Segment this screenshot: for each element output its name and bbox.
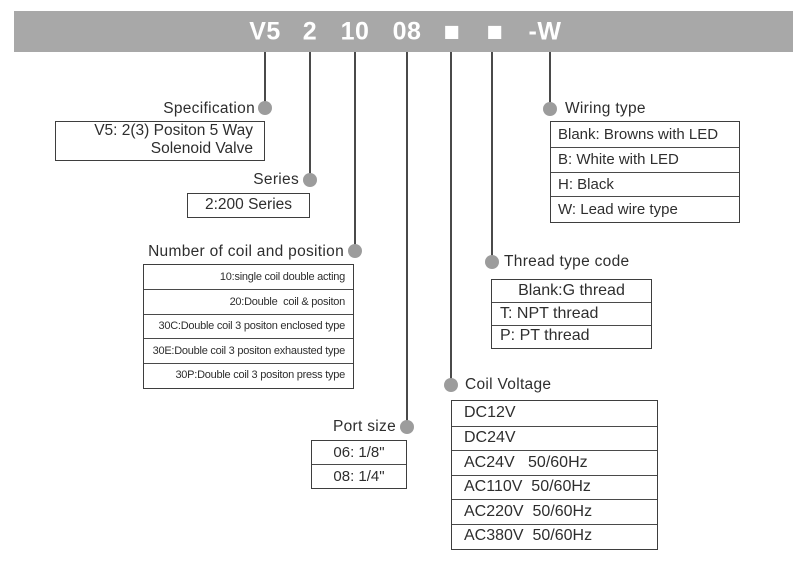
table-row: 2:200 Series (204, 196, 293, 213)
table-row: Blank:G thread (518, 282, 625, 300)
series-box: 2:200 Series (187, 193, 310, 218)
table-row: W: Lead wire type (551, 196, 739, 221)
table-row: 30E:Double coil 3 positon exhausted type (144, 338, 353, 362)
leader-line-specification (264, 52, 266, 109)
blank-square-icon-thread: ■ (486, 16, 504, 46)
thread-type-label: Thread type code (504, 253, 630, 270)
leader-dot-thread-type (485, 255, 499, 269)
coil-position-table: 10:single coil double acting 20:Double co… (143, 264, 354, 389)
table-row: DC24V (452, 425, 657, 451)
table-row: P: PT thread (492, 324, 651, 347)
port-size-label: Port size (333, 418, 396, 435)
leader-line-port-size (406, 52, 408, 427)
blank-square-icon-voltage: ■ (443, 16, 461, 46)
table-row: AC380V 50/60Hz (452, 523, 657, 549)
table-row: B: White with LED (551, 146, 739, 172)
wiring-type-label: Wiring type (565, 100, 646, 117)
table-row: 30P:Double coil 3 positon press type (144, 362, 353, 387)
table-row: V5: 2(3) Positon 5 Way (94, 122, 253, 139)
code-segment-coil: 10 (340, 17, 370, 45)
table-row: AC110V 50/60Hz (452, 474, 657, 500)
leader-dot-specification (258, 101, 272, 115)
table-row: AC220V 50/60Hz (452, 499, 657, 524)
table-row: H: Black (551, 171, 739, 197)
leader-dot-coil-voltage (444, 378, 458, 392)
specification-label: Specification (163, 100, 255, 117)
table-row: AC24V 50/60Hz (452, 450, 657, 475)
table-row: Blank: Browns with LED (558, 125, 719, 143)
code-segment-port: 08 (392, 17, 422, 45)
series-label: Series (253, 171, 299, 188)
code-bar: V5 2 10 08 ■ ■ -W (14, 11, 793, 52)
leader-dot-wiring-type (543, 102, 557, 116)
leader-dot-series (303, 173, 317, 187)
code-segment-wiring: -W (528, 17, 562, 45)
table-row: DC12V (464, 404, 516, 422)
leader-line-coil-voltage (450, 52, 452, 385)
leader-dot-port-size (400, 420, 414, 434)
table-row: 30C:Double coil 3 positon enclosed type (144, 313, 353, 338)
table-row: 20:Double coil & positon (144, 289, 353, 313)
table-row: 10:single coil double acting (219, 271, 345, 284)
coil-voltage-label: Coil Voltage (465, 376, 552, 393)
leader-dot-coil-position (348, 244, 362, 258)
leader-line-wiring-type (549, 52, 551, 109)
table-row: Solenoid Valve (150, 140, 253, 157)
coil-position-label: Number of coil and position (148, 243, 344, 260)
leader-line-series (309, 52, 311, 180)
leader-line-thread-type (491, 52, 493, 262)
leader-line-coil-position (354, 52, 356, 251)
table-row: T: NPT thread (492, 302, 651, 324)
code-segment-v5: V5 (249, 17, 281, 45)
table-row: 06: 1/8" (333, 444, 385, 461)
port-size-table: 06: 1/8" 08: 1/4" (311, 440, 407, 489)
code-segment-series: 2 (302, 17, 318, 45)
table-row: 08: 1/4" (312, 464, 406, 487)
